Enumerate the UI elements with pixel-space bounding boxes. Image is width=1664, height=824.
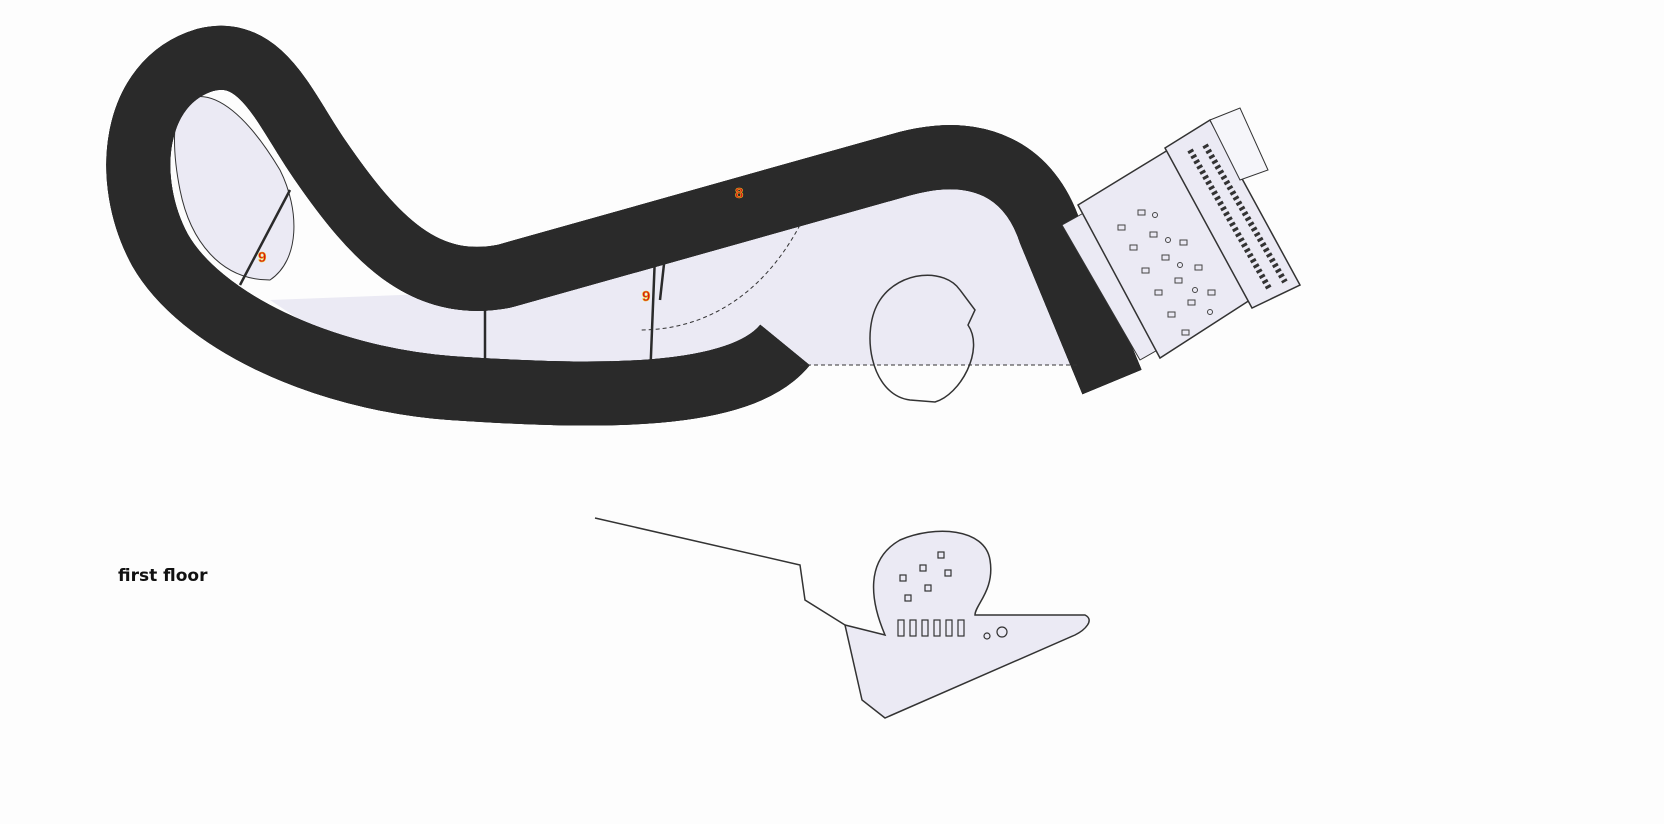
marker-8: 8 [735,185,744,203]
courtyard-area [270,180,1085,380]
roof-edge [639,224,1080,366]
internal-walls [238,189,667,381]
plaza-outline [869,274,976,403]
plan-caption: first floor [118,566,208,586]
marker-9-center: 9 [642,288,651,306]
pavilion [594,517,1090,719]
marker-9-west: 9 [258,249,267,267]
auditorium [1061,107,1302,361]
office-wing [138,58,1112,394]
inner-loop-courtyard [174,96,295,281]
